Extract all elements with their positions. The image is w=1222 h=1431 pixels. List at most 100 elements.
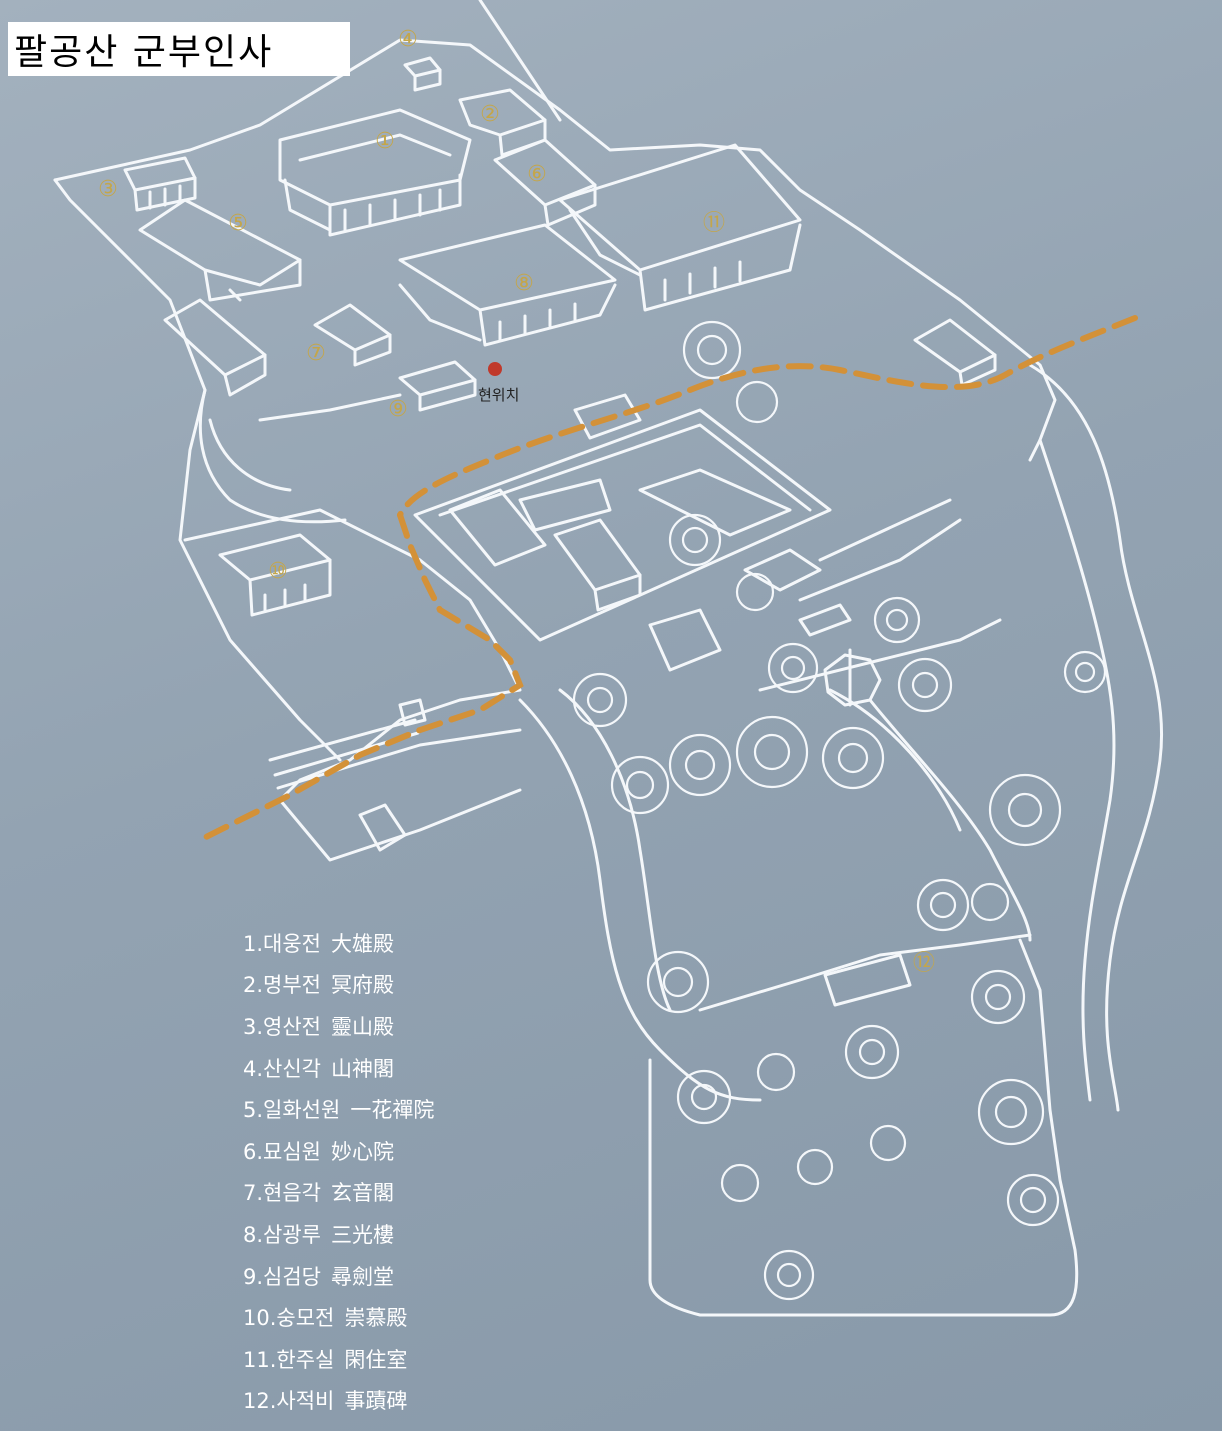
tree	[821, 726, 885, 790]
legend-item: 12.사적비 事蹟碑	[243, 1380, 543, 1422]
legend-item-hanja: 妙心院	[331, 1139, 394, 1164]
building-5-ilhwaseonwon	[138, 198, 302, 302]
tree	[844, 1024, 900, 1080]
marker-3: ③	[98, 177, 118, 202]
tree	[970, 969, 1026, 1025]
legend-item-hanja: 玄音閣	[331, 1181, 394, 1206]
upper-road-right	[478, 0, 562, 122]
marker-12: ⑫	[913, 951, 935, 976]
tree	[796, 1148, 834, 1186]
legend-item: 9.심검당 尋劍堂	[243, 1255, 543, 1297]
tree	[668, 733, 732, 797]
west-boundary	[53, 178, 342, 762]
marker-4: ④	[398, 27, 418, 52]
legend-item-hanja: 尋劍堂	[331, 1264, 394, 1289]
main-road-east-inner	[1038, 438, 1116, 1102]
tree	[1063, 650, 1107, 694]
south-shed	[358, 803, 407, 852]
legend-item: 4.산신각 山神閣	[243, 1047, 543, 1089]
legend-item-name: 3.영산전	[243, 1014, 321, 1039]
legend-item-name: 11.한주실	[243, 1347, 335, 1372]
tree	[676, 1069, 732, 1125]
legend-item-hanja: 冥府殿	[331, 973, 394, 998]
legend-item-name: 9.심검당	[243, 1264, 321, 1289]
marker-9: ⑨	[388, 397, 408, 422]
tree	[873, 596, 921, 644]
east-branch	[758, 498, 1002, 692]
tree	[610, 755, 670, 815]
tree	[897, 657, 953, 713]
legend-item-hanja: 事蹟碑	[344, 1389, 408, 1414]
tree	[572, 672, 628, 728]
lower-district	[183, 508, 522, 862]
legend-item-name: 12.사적비	[243, 1389, 335, 1414]
tree	[916, 878, 970, 932]
legend-item-name: 2.명부전	[243, 973, 321, 998]
tree	[668, 513, 722, 567]
main-road-south	[518, 698, 762, 1102]
grounds-boundary	[53, 38, 1057, 462]
east-side-path	[868, 698, 1032, 942]
tree	[970, 882, 1010, 922]
tree	[735, 380, 779, 424]
trail-upper	[397, 315, 1138, 518]
legend-item-hanja: 閑住室	[344, 1347, 408, 1372]
building-8-samgwangru	[398, 223, 617, 347]
current-location-dot	[488, 362, 502, 376]
trail-lower	[197, 512, 524, 843]
legend-item-name: 5.일화선원	[243, 1098, 341, 1123]
tree	[735, 715, 809, 789]
building-11-hanjusil	[558, 143, 802, 312]
orange-trail	[197, 315, 1138, 843]
building-10-sungmojeon	[218, 533, 332, 617]
building-west-hall	[163, 298, 267, 397]
marker-2: ②	[480, 102, 500, 127]
marker-7: ⑦	[306, 341, 326, 366]
legend-item: 6.묘심원 妙心院	[243, 1130, 543, 1172]
tree	[720, 1163, 760, 1203]
marker-6: ⑥	[527, 162, 547, 187]
legend-item: 11.한주실 閑住室	[243, 1338, 543, 1380]
trees	[572, 320, 1107, 1301]
marker-11: ⑪	[703, 211, 725, 236]
legend-item: 7.현음각 玄音閣	[243, 1172, 543, 1214]
tree	[1006, 1173, 1060, 1227]
marker-10: ⑩	[268, 559, 288, 584]
main-road-east	[1028, 363, 1164, 1112]
map-title-box: 팔공산 군부인사	[8, 22, 350, 76]
gate-structure	[398, 698, 427, 727]
legend-item: 5.일화선원 一花禪院	[243, 1088, 543, 1130]
map-title: 팔공산 군부인사	[14, 32, 274, 73]
tree	[988, 773, 1062, 847]
stone-stele-12	[823, 953, 912, 1007]
marker-8: ⑧	[514, 271, 534, 296]
legend-item-hanja: 一花禪院	[350, 1098, 435, 1123]
building-3-yeongsanjeon	[123, 156, 197, 212]
tree	[646, 950, 710, 1014]
legend-item-name: 4.산신각	[243, 1056, 321, 1081]
legend-item-name: 6.묘심원	[243, 1139, 321, 1164]
lower-lawn	[648, 938, 1079, 1317]
building-6-myosimwon	[493, 138, 597, 227]
building-east-pavilion	[913, 318, 997, 387]
central-courtyard	[413, 393, 852, 672]
tree	[763, 1249, 815, 1301]
tree	[682, 320, 742, 380]
tree	[767, 642, 819, 694]
building-4-sansingak	[403, 56, 442, 92]
legend-item-hanja: 崇慕殿	[344, 1306, 408, 1331]
legend-item-name: 7.현음각	[243, 1181, 321, 1206]
legend-item-hanja: 山神閣	[331, 1056, 394, 1081]
marker-5: ⑤	[228, 211, 248, 236]
tree	[756, 1052, 796, 1092]
current-location-label: 현위치	[478, 386, 520, 404]
building-7-hyeoneumgak	[313, 303, 392, 367]
